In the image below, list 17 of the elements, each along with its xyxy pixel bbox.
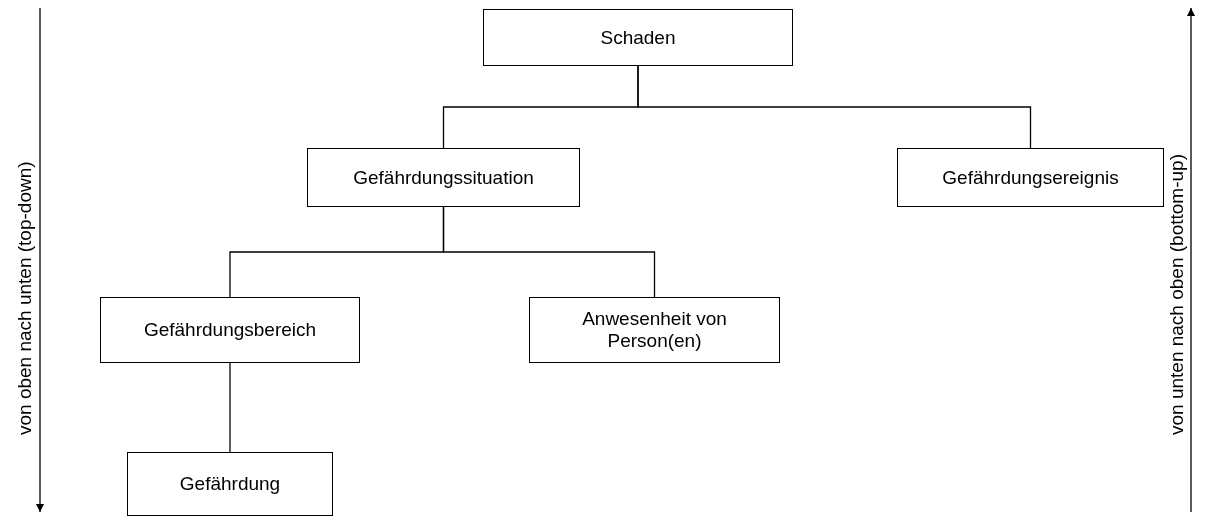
direction-label: von oben nach unten (top-down): [14, 161, 36, 435]
node-label: Anwesenheit von Person(en): [581, 308, 728, 352]
node-label: Gefährdungssituation: [353, 166, 534, 189]
node-label: Gefährdung: [179, 473, 281, 495]
hierarchy-box: [529, 297, 780, 363]
hierarchy-box: [483, 9, 793, 66]
hierarchy-box: [307, 148, 580, 207]
node-label: Schaden: [600, 26, 676, 49]
connector-line: [637, 65, 1032, 149]
node-label: Gefährdungsereignis: [942, 166, 1119, 189]
hierarchy-box: [100, 297, 360, 363]
connector-line: [442, 206, 656, 298]
direction-label: von unten nach oben (bottom-up): [1166, 154, 1188, 435]
node-label: Gefährdungsbereich: [143, 319, 317, 341]
hierarchy-box: [897, 148, 1164, 207]
connector-line: [229, 362, 231, 453]
hierarchy-box: [127, 452, 333, 516]
